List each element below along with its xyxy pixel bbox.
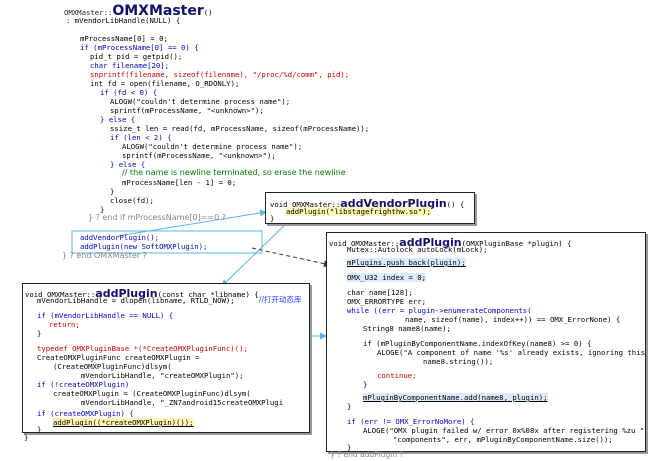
code-line-add-plugin: addPlugin((*createOMXPlugin)());	[53, 418, 194, 427]
code-line: } else {	[100, 115, 136, 124]
code-line: ALOGE("A component of name '%s' already …	[377, 348, 646, 357]
vendor-suffix: () {	[446, 200, 465, 209]
code-line: snprintf(filename, sizeof(filename), "/p…	[90, 70, 350, 79]
code-line: if (mVendorLibHandle == NULL) {	[37, 311, 174, 320]
code-line: mVendorLibHandle, "_ZN7android15createOM…	[81, 398, 284, 407]
code-line-add-name: mPluginByComponentName.add(name8, plugin…	[363, 393, 548, 402]
call-add-plugin-created[interactable]: addPlugin((*createOMXPlugin)());	[53, 418, 194, 427]
code-line: sprintf(mProcessName, "<unknown>");	[122, 151, 276, 160]
code-line: }	[363, 380, 368, 389]
code-line: }	[100, 205, 105, 214]
code-line: }	[347, 443, 352, 452]
arrow-soft-to-base	[251, 247, 331, 268]
call-add-soft-plugin[interactable]: addPlugin(new SoftOMXPlugin);	[80, 242, 208, 251]
so-title: addPlugin	[95, 287, 158, 300]
arrow-vendor-to-so	[221, 217, 293, 287]
code-line: return;	[49, 320, 80, 329]
code-line: close(fd);	[110, 196, 154, 205]
code-line: }	[37, 329, 42, 338]
code-line: while ((err = plugin->enumerateComponent…	[347, 306, 532, 315]
code-line: (CreateOMXPluginFunc)dlsym(	[53, 362, 172, 371]
code-line: mProcessName[0] = 0;	[80, 34, 168, 43]
code-line: if (createOMXPlugin) {	[37, 409, 134, 418]
vendor-close: }	[270, 214, 275, 223]
vendor-title: addVendorPlugin	[340, 197, 447, 210]
call-add-vendor-plugin[interactable]: addVendorPlugin();	[80, 233, 160, 242]
code-line: mProcessName[len - 1] = 0;	[122, 178, 237, 187]
code-line: if (!createOMXPlugin)	[37, 380, 130, 389]
code-line: if (len < 2) {	[110, 133, 172, 142]
code-line-push-back: mPlugins.push_back(plugin);	[347, 258, 466, 267]
ctor-suffix: ()	[203, 8, 213, 17]
code-line: continue;	[377, 371, 417, 380]
push-back-call: mPlugins.push_back(plugin);	[347, 258, 466, 267]
code-line: ALOGE("OMX plugin failed w/ error 0x%08x…	[363, 426, 645, 435]
ctor-title: OMXMaster	[112, 3, 204, 19]
code-line: ALOGW("couldn't determine process name")…	[110, 97, 291, 106]
end-if-marker: } ? end if mProcessName[0]==0 ?	[88, 213, 226, 222]
code-line: mVendorLibHandle = dlopen(libname, RTLD_…	[37, 296, 235, 305]
code-line: : mVendorLibHandle(NULL) {	[66, 16, 181, 25]
vendor-box-header: void OMXMaster::addVendorPlugin() {	[270, 194, 464, 212]
code-line: if (mPluginByComponentName.indexOfKey(na…	[363, 339, 592, 348]
base-params: (OMXPluginBase *plugin) {	[461, 239, 572, 248]
add-name-call: mPluginByComponentName.add(name8, plugin…	[363, 393, 548, 402]
code-line: CreateOMXPluginFunc createOMXPlugin =	[37, 353, 200, 362]
code-line: pid_t pid = getpid();	[90, 52, 183, 61]
code-line: sprintf(mProcessName, "<unknown>");	[110, 106, 264, 115]
code-line: }	[110, 187, 115, 196]
code-line: int fd = open(filename, O_RDONLY);	[90, 79, 240, 88]
code-line: if (mProcessName[0] == 0) {	[80, 43, 199, 52]
calls-highlight	[71, 230, 263, 254]
add-vendor-plugin-box: void OMXMaster::addVendorPlugin() { addP…	[265, 192, 475, 224]
code-line: createOMXPlugin = (CreateOMXPluginFunc)d…	[53, 389, 251, 398]
end-add-plugin-marker: } ? end addPlugin ?	[330, 450, 404, 459]
end-ctor-marker: } ? end OMXMaster ?	[62, 251, 147, 260]
code-line: if (err != OMX_ErrorNoMore) {	[347, 417, 475, 426]
add-plugin-libname-box: void OMXMaster::addPlugin(const char *li…	[22, 283, 310, 434]
base-prefix: void OMXMaster::	[329, 239, 400, 248]
code-line: if (fd < 0) {	[100, 88, 158, 97]
so-prefix: void OMXMaster::	[25, 290, 96, 299]
vendor-prefix: void OMXMaster::	[270, 200, 341, 209]
code-line: } else {	[110, 160, 146, 169]
code-line: }	[37, 425, 42, 434]
code-line: String8 name8(name);	[363, 324, 451, 333]
code-line: OMX_ERRORTYPE err;	[347, 297, 427, 306]
so-params: (const char *libname) {	[157, 290, 259, 299]
code-line: name8.string());	[423, 357, 494, 366]
code-line: char filename[20];	[90, 61, 170, 70]
ctor-header: OMXMaster::OMXMaster()	[64, 2, 213, 20]
code-line: typedef OMXPluginBase *(*CreateOMXPlugin…	[37, 344, 248, 353]
dlopen-annotation: //打开动态库	[259, 295, 302, 304]
so-box-header: void OMXMaster::addPlugin(const char *li…	[25, 284, 259, 302]
code-line: ssize_t len = read(fd, mProcessName, siz…	[110, 124, 370, 133]
index-decl: OMX_U32 index = 0;	[347, 273, 427, 282]
ctor-prefix: OMXMaster::	[64, 8, 113, 17]
add-plugin-base-box: void OMXMaster::addPlugin(OMXPluginBase …	[326, 232, 646, 452]
code-line: ALOGW("couldn't determine process name")…	[122, 142, 303, 151]
code-line: char name[128];	[347, 288, 413, 297]
so-box-close: }	[24, 433, 29, 442]
typedef-line: typedef OMXPluginBase *(*CreateOMXPlugin…	[37, 344, 248, 353]
code-line: "components", err, mPluginByComponentNam…	[393, 435, 613, 444]
vendor-call[interactable]: addPlugin("libstagefrighthw.so");	[286, 207, 431, 216]
base-title: addPlugin	[399, 236, 462, 249]
arrow-call-vendor	[117, 209, 267, 237]
code-comment: // the name is newline terminated, so er…	[122, 168, 346, 177]
base-box-header: void OMXMaster::addPlugin(OMXPluginBase …	[329, 233, 571, 251]
code-line: name, sizeof(name), index++)) == OMX_Err…	[405, 315, 621, 324]
vendor-call-line: addPlugin("libstagefrighthw.so");	[286, 207, 431, 216]
code-line: OMX_U32 index = 0;	[347, 273, 427, 282]
code-line: Mutex::Autolock autoLock(mLock);	[347, 245, 488, 254]
code-line: mVendorLibHandle, "createOMXPlugin");	[81, 371, 244, 380]
code-line: }	[347, 402, 352, 411]
